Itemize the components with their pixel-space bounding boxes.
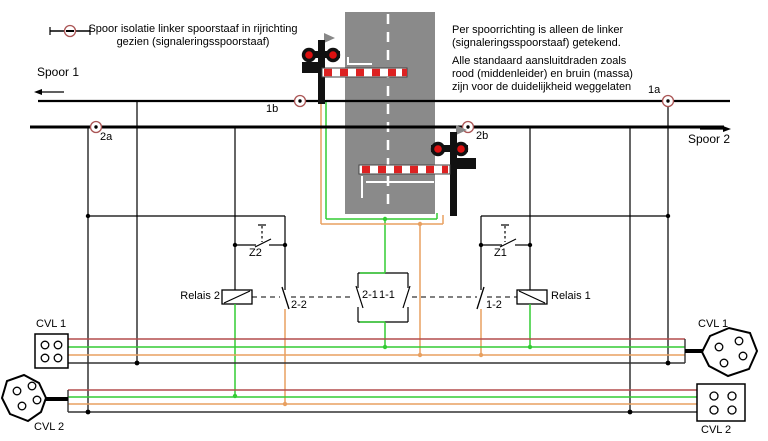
- contact-22-label: 2-2: [291, 299, 307, 311]
- cvl2-right-label: CVL 2: [701, 424, 732, 436]
- joint-label-2a: 2a: [100, 131, 113, 143]
- signal-mast: [450, 132, 457, 216]
- relay-2-box: [221, 289, 253, 305]
- contact-z1-label: Z1: [494, 247, 507, 259]
- contact-1-2-blade: [476, 286, 485, 310]
- relay2-label: Relais 2: [180, 290, 220, 302]
- joint-label-1b: 1b: [266, 103, 279, 115]
- relay-1-box: [516, 289, 548, 305]
- contact-z2: [235, 224, 285, 248]
- note-per-richting: Per spoorrichting is alleen de linker (s…: [452, 24, 624, 49]
- note-aansluitdraden: Alle standaard aansluitdraden zoals rood…: [452, 55, 633, 93]
- insulation-joints: [89, 94, 675, 134]
- cvl1-right-label: CVL 1: [698, 318, 729, 330]
- contact-z2-label: Z2: [249, 247, 262, 259]
- joint-label-2b: 2b: [476, 130, 489, 142]
- relay-circuit-wiring: [87, 101, 669, 412]
- cvl2-left-label: CVL 2: [34, 421, 65, 433]
- contact-2-2-blade: [281, 286, 290, 310]
- green-junction-dots: [232, 216, 533, 399]
- relay1-label: Relais 1: [551, 290, 591, 302]
- contact-21-label: 2-1: [362, 289, 378, 301]
- cvl2-connector-left: [0, 373, 68, 423]
- contact-2-1-blade: [355, 285, 364, 309]
- barrier-boom: [358, 164, 451, 175]
- barrier-boom: [321, 67, 408, 78]
- cvl1-left-label: CVL 1: [36, 318, 67, 330]
- cvl1-connector-right: [685, 326, 759, 378]
- level-crossing-signal-right: [358, 125, 476, 216]
- legend-text: Spoor isolatie linker spoorstaaf in rijr…: [88, 23, 298, 48]
- insulation-joint-1a: [661, 94, 675, 108]
- spoor2-direction-arrow: [700, 126, 731, 132]
- contact-z1-blade: [499, 238, 517, 248]
- contact-11-label: 1-1: [379, 289, 395, 301]
- orange-junction-dots: [282, 221, 484, 407]
- road: [345, 12, 435, 214]
- pennant-icon: [324, 33, 335, 43]
- cvl2-terminal-box-right: [696, 383, 746, 422]
- cvl1-terminal-box-left: [34, 333, 69, 369]
- colored-wires: [67, 213, 697, 413]
- contact-z1: [481, 224, 530, 248]
- legend-symbol: [49, 24, 91, 38]
- spoor2-label: Spoor 2: [688, 132, 731, 146]
- contact-1-1-blade: [402, 285, 411, 309]
- level-crossing-signal-left: [301, 33, 408, 104]
- insulation-joint-2a: [89, 120, 103, 134]
- contact-12-label: 1-2: [486, 299, 502, 311]
- pennant-icon: [456, 125, 467, 135]
- insulation-joint-1b: [293, 94, 307, 108]
- junction-dots: [85, 213, 671, 415]
- barrier-mechanism: [302, 62, 325, 73]
- spoor1-label: Spoor 1: [37, 65, 80, 79]
- joint-label-1a: 1a: [648, 84, 661, 96]
- barrier-mechanism: [453, 158, 476, 169]
- spoor1-direction-arrow: [34, 89, 64, 95]
- road-stopline-upper: [347, 57, 372, 65]
- signal-feed-wires: [320, 100, 327, 224]
- contact-z2-blade: [254, 238, 272, 248]
- road-surface: [345, 12, 435, 214]
